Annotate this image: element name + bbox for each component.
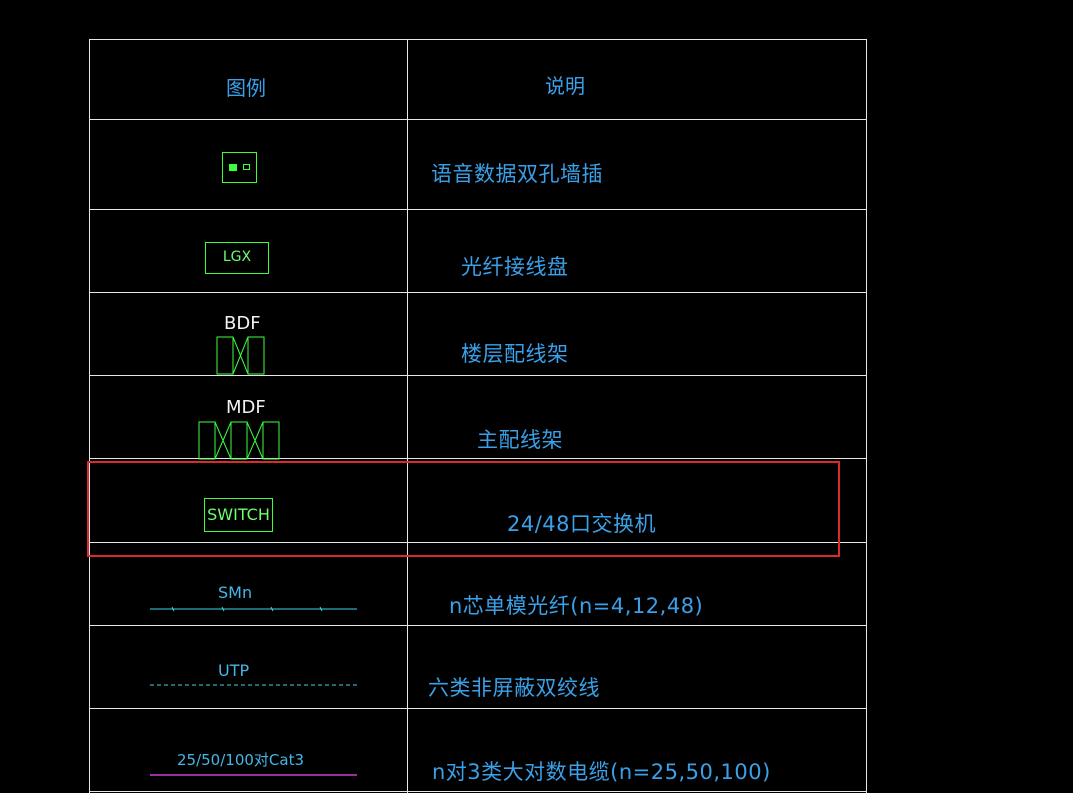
bdf-label: BDF xyxy=(224,313,261,334)
switch-symbol: SWITCH xyxy=(204,498,273,532)
grid-line xyxy=(866,39,867,793)
row-description: 24/48口交换机 xyxy=(507,512,657,536)
switch-label: SWITCH xyxy=(207,505,270,524)
cat3-label: 25/50/100对Cat3 xyxy=(177,751,305,769)
cat3-line-icon xyxy=(150,774,357,776)
grid-line xyxy=(89,791,867,792)
row-description: 语音数据双孔墙插 xyxy=(431,162,603,186)
row-description: 主配线架 xyxy=(477,428,563,452)
selection-highlight xyxy=(87,461,840,557)
grid-line xyxy=(407,39,408,793)
grid-line xyxy=(89,542,867,543)
lgx-label: LGX xyxy=(222,249,252,265)
smn-label: SMn xyxy=(218,583,253,602)
grid-line xyxy=(89,209,867,210)
row-description: 六类非屏蔽双绞线 xyxy=(428,676,600,700)
header-description: 说明 xyxy=(545,74,585,98)
utp-line-icon xyxy=(150,684,357,686)
wall-socket-icon xyxy=(222,152,257,183)
grid-line xyxy=(89,292,867,293)
grid-line xyxy=(89,625,867,626)
row-description: 光纤接线盘 xyxy=(461,255,569,279)
row-description: n芯单模光纤(n=4,12,48) xyxy=(449,594,704,618)
utp-label: UTP xyxy=(218,661,250,680)
row-description: 楼层配线架 xyxy=(461,342,569,366)
grid-line xyxy=(89,375,867,376)
grid-line xyxy=(89,39,90,793)
lgx-symbol: LGX xyxy=(205,242,269,274)
header-legend: 图例 xyxy=(226,76,266,100)
fiber-line-icon xyxy=(150,606,357,612)
mdf-symbol-icon xyxy=(198,421,280,460)
grid-line xyxy=(89,708,867,709)
mdf-label: MDF xyxy=(226,397,266,418)
grid-line xyxy=(89,458,867,459)
grid-line xyxy=(89,119,867,120)
bdf-symbol-icon xyxy=(216,336,265,375)
grid-line xyxy=(89,39,867,40)
row-description: n对3类大对数电缆(n=25,50,100) xyxy=(432,760,771,784)
